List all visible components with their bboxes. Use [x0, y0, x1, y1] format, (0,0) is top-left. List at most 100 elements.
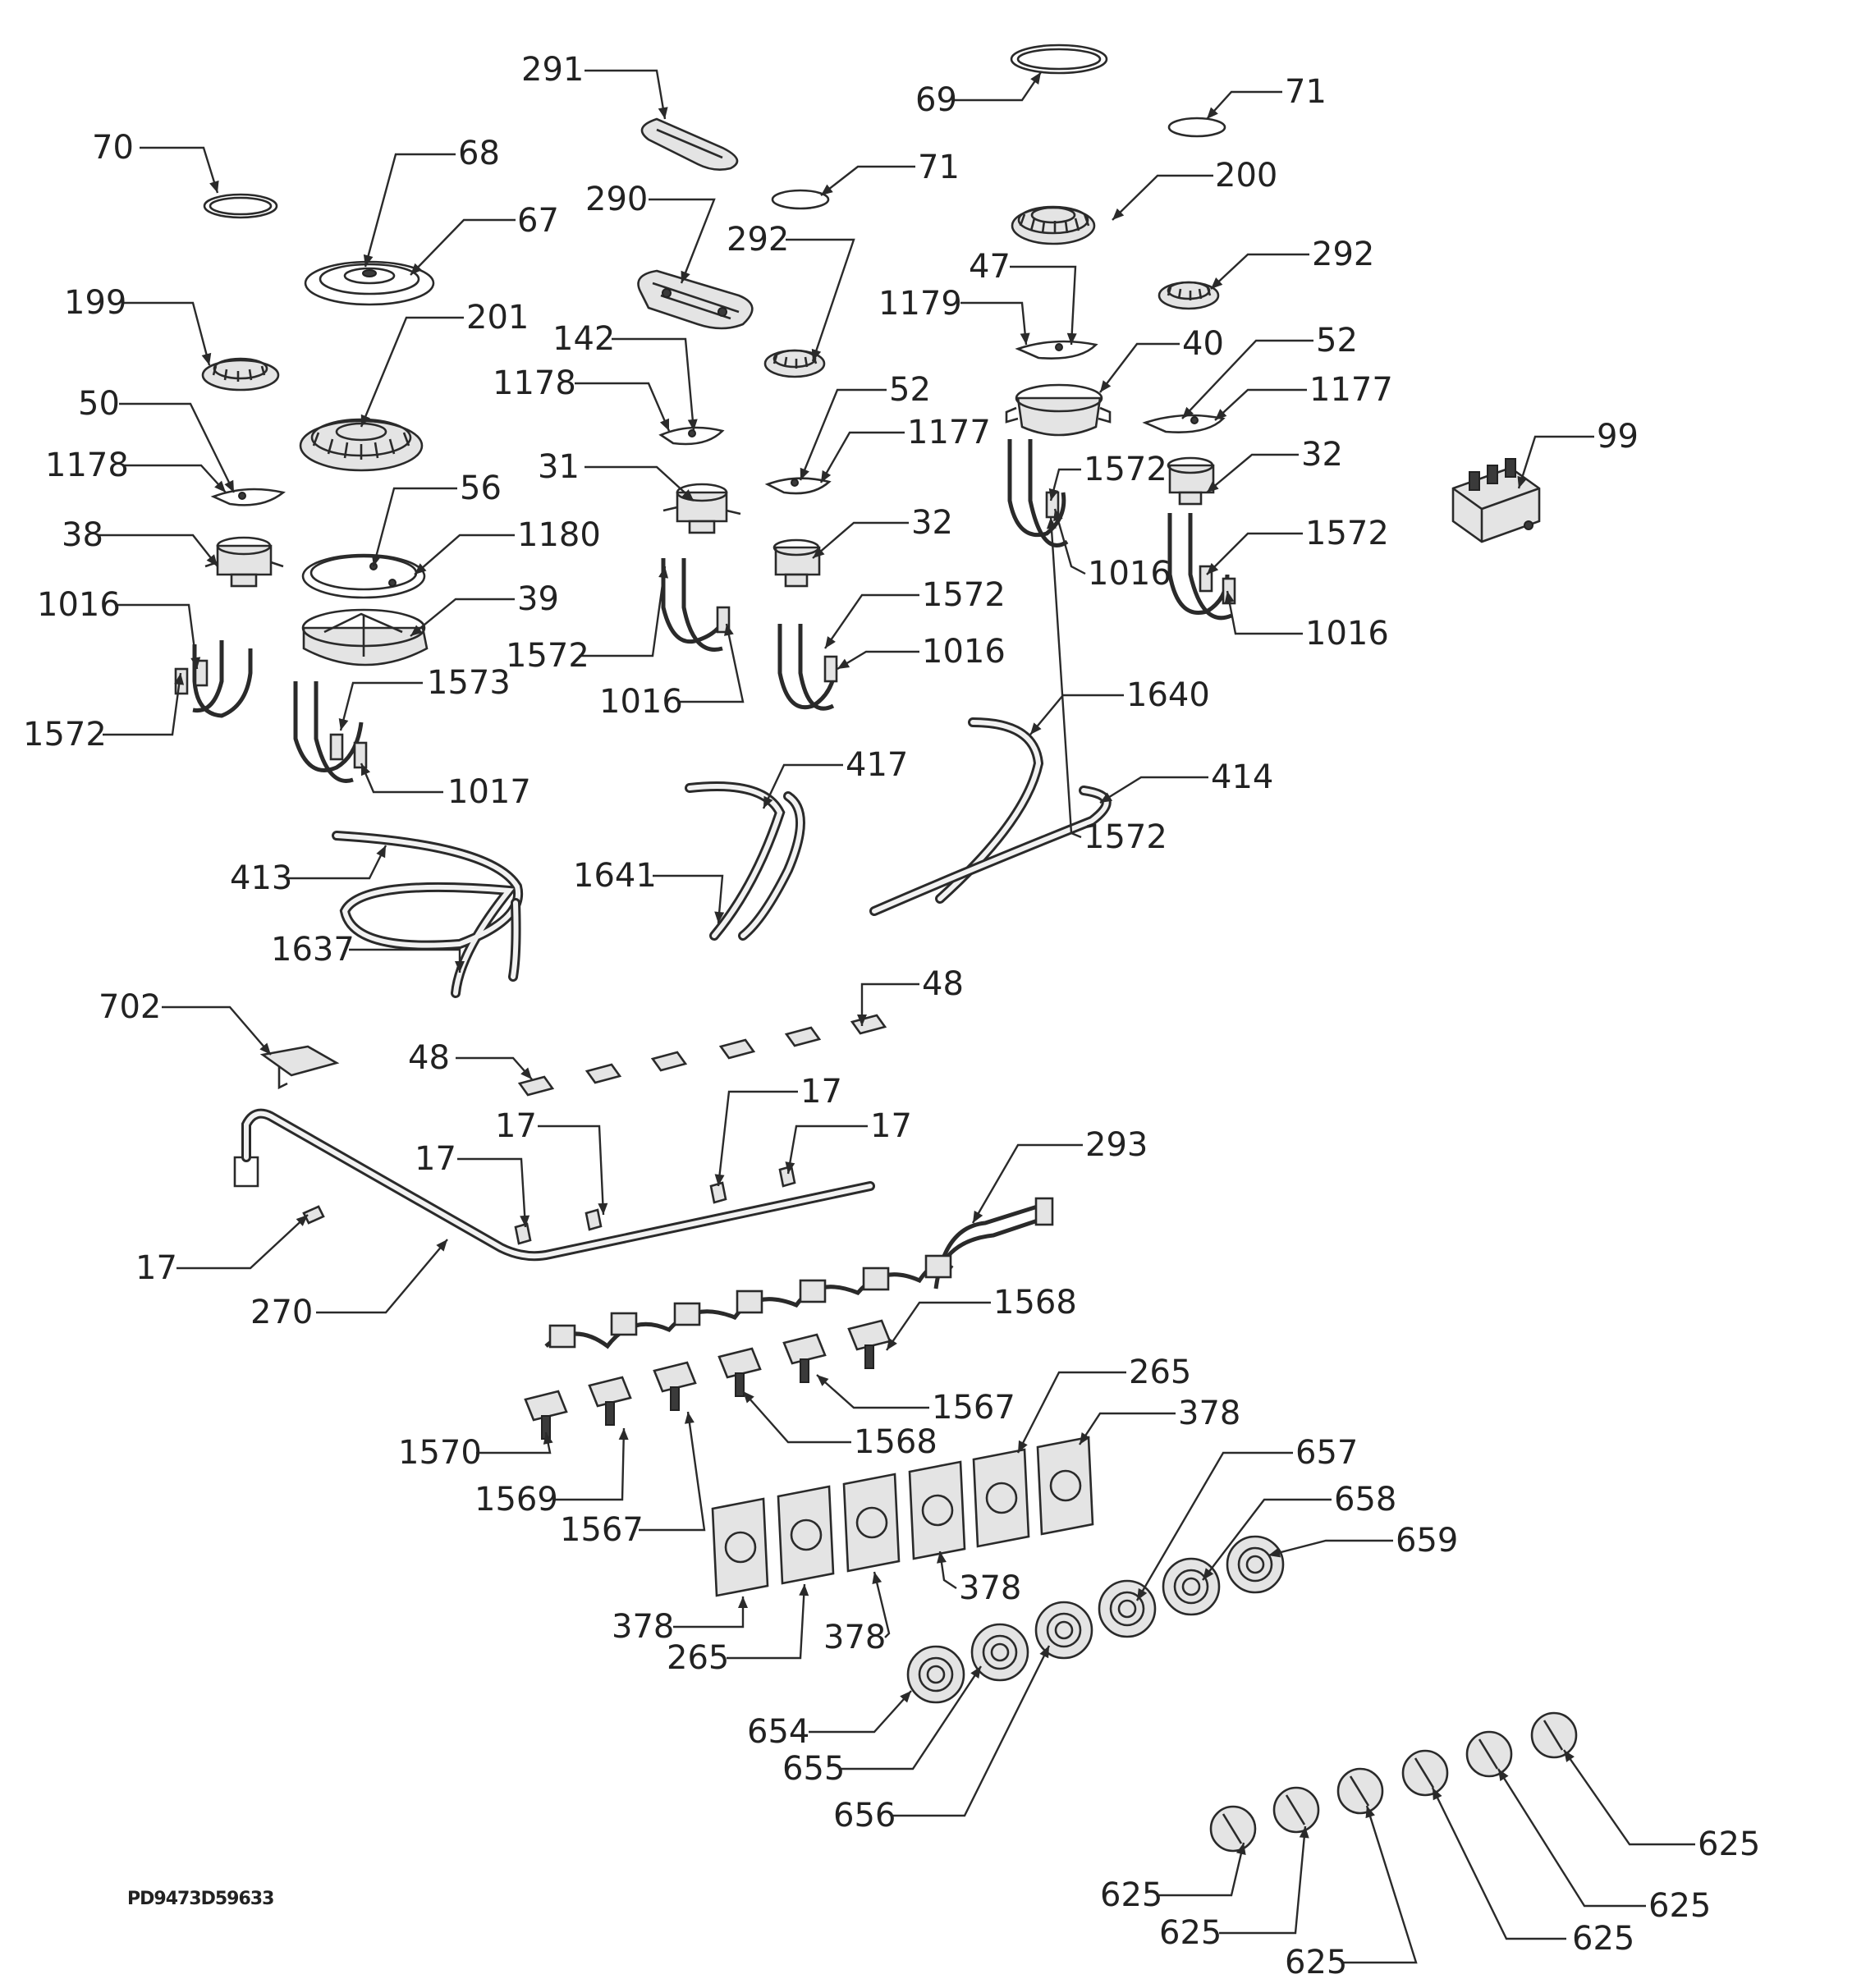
part-callout-201: 201: [466, 299, 529, 337]
part-callout-52: 52: [889, 371, 931, 409]
leader-line-654: [809, 1690, 912, 1734]
leader-line-199: [123, 301, 211, 366]
part-callout-656: 656: [833, 1797, 896, 1835]
knob-rings: [906, 1535, 1285, 1704]
part-callout-50: 50: [78, 385, 120, 423]
leader-arrowhead-1572: [1046, 517, 1057, 529]
leader-arrowhead-270: [436, 1239, 447, 1252]
leader-line-378: [873, 1571, 891, 1638]
leader-arrowhead-378: [1080, 1432, 1090, 1445]
leader-line-292: [786, 238, 855, 362]
leader-line-1640: [1029, 694, 1124, 735]
part-callout-31: 31: [538, 448, 580, 486]
part-callout-71: 71: [1285, 73, 1327, 111]
leader-arrowhead-1568: [743, 1391, 754, 1404]
leader-arrowhead-1569: [618, 1428, 629, 1441]
leader-arrowhead-291: [658, 107, 668, 119]
leader-line-1177: [1214, 388, 1307, 421]
part-callout-290: 290: [585, 181, 648, 218]
leader-arrowhead-625: [1235, 1843, 1246, 1855]
part-callout-1177: 1177: [1309, 371, 1393, 409]
leader-arrowhead-32: [1207, 481, 1219, 492]
leader-arrowhead-1637: [455, 961, 465, 973]
leader-arrowhead-199: [201, 352, 212, 365]
part-callout-17: 17: [135, 1249, 177, 1287]
leader-line-1568: [886, 1301, 991, 1351]
part-callout-17: 17: [495, 1107, 537, 1145]
leader-line-1177: [819, 431, 905, 483]
leader-line-658: [1202, 1498, 1332, 1581]
part-callout-625: 625: [1159, 1914, 1222, 1952]
leader-arrowhead-1178: [214, 480, 226, 492]
leader-line-39: [410, 598, 515, 637]
part-callout-1569: 1569: [474, 1481, 558, 1518]
leader-line-378: [673, 1596, 745, 1628]
part-callout-1572: 1572: [1305, 515, 1389, 552]
leader-arrowhead-1179: [1020, 332, 1030, 345]
leader-arrowhead-625: [1564, 1750, 1575, 1762]
leader-arrowhead-67: [410, 263, 423, 275]
leader-arrowhead-52: [1182, 406, 1194, 419]
part-callout-69: 69: [915, 81, 957, 119]
leader-arrowhead-1572: [825, 636, 836, 648]
leader-arrowhead-56: [371, 553, 382, 566]
leader-line-1179: [960, 301, 1028, 346]
part-callout-414: 414: [1211, 758, 1273, 796]
leader-arrowhead-1640: [1030, 722, 1042, 735]
leader-line-293: [971, 1143, 1083, 1224]
leader-arrowhead-201: [360, 414, 370, 427]
part-callout-17: 17: [800, 1073, 842, 1111]
leader-arrowhead-1177: [821, 470, 832, 483]
leader-line-625: [1219, 1825, 1307, 1935]
part-callout-1016: 1016: [599, 683, 683, 721]
leader-arrowhead-1572: [174, 673, 185, 685]
leader-line-1572: [824, 593, 919, 649]
leader-arrowhead-48: [520, 1067, 532, 1079]
leader-arrowhead-702: [259, 1042, 271, 1055]
leader-line-17: [717, 1090, 798, 1187]
part-callout-292: 292: [1312, 236, 1374, 273]
leader-line-1573: [339, 681, 423, 731]
part-callout-417: 417: [846, 746, 908, 784]
part-callout-655: 655: [782, 1750, 845, 1788]
part-callout-625: 625: [1100, 1876, 1162, 1914]
leader-arrowhead-52: [800, 467, 809, 480]
leader-arrowhead-71: [1207, 107, 1218, 119]
leader-arrowhead-1016: [1053, 509, 1063, 522]
leader-line-291: [585, 69, 667, 120]
leader-arrowhead-31: [681, 489, 694, 501]
part-callout-200: 200: [1215, 157, 1277, 195]
leader-line-17: [538, 1125, 605, 1216]
leader-line-265: [727, 1583, 806, 1660]
leader-arrowhead-71: [821, 184, 833, 195]
part-callout-68: 68: [458, 135, 500, 172]
leader-line-1569: [554, 1427, 626, 1501]
leader-line-40: [1099, 342, 1180, 393]
leader-arrowhead-200: [1112, 208, 1125, 220]
part-callout-1641: 1641: [573, 857, 657, 895]
leader-arrowhead-1567: [684, 1412, 695, 1424]
leader-line-1567: [816, 1374, 929, 1409]
leader-arrowhead-414: [1100, 792, 1113, 803]
leader-arrowhead-17: [598, 1202, 608, 1215]
leader-line-414: [1099, 776, 1208, 804]
part-callout-1637: 1637: [271, 931, 355, 969]
leader-arrowhead-142: [687, 419, 698, 431]
leader-line-417: [762, 763, 843, 809]
leader-line-413: [287, 845, 387, 880]
control-knobs: [1209, 1711, 1578, 1853]
leader-line-17: [457, 1157, 527, 1228]
part-callout-1568: 1568: [854, 1423, 938, 1461]
leader-arrowhead-378: [937, 1551, 947, 1564]
leader-line-68: [364, 153, 456, 268]
leader-line-71: [1206, 90, 1282, 120]
part-callout-1572: 1572: [23, 716, 107, 754]
leader-line-1016: [1226, 590, 1303, 635]
tap-valves: [524, 1319, 892, 1440]
leader-line-1572: [579, 566, 667, 657]
leader-arrowhead-625: [1433, 1788, 1442, 1801]
leader-line-48: [456, 1056, 533, 1080]
leader-arrowhead-1641: [714, 911, 725, 923]
leader-arrowhead-17: [785, 1161, 795, 1174]
leader-arrowhead-378: [738, 1596, 748, 1608]
